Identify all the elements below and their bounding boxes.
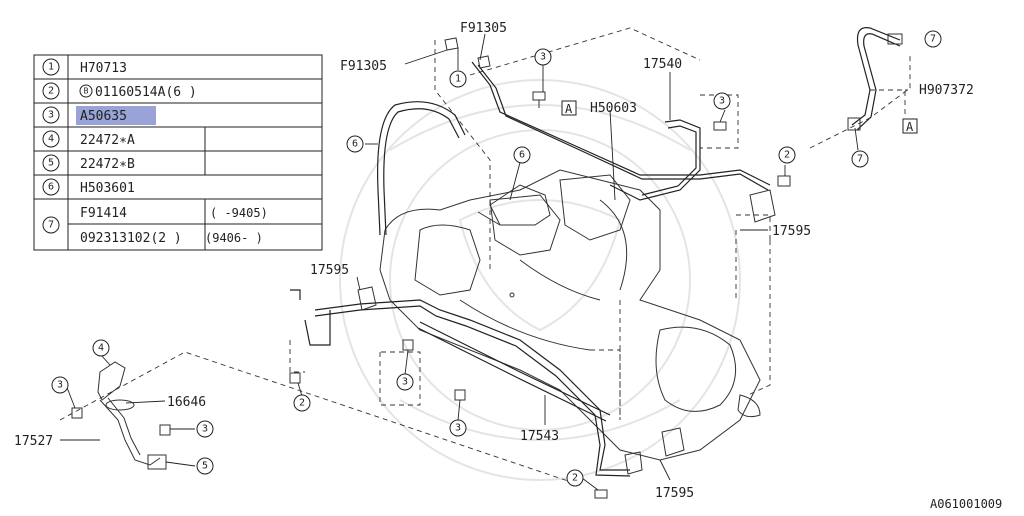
callout-3-right[interactable]: 3 xyxy=(713,92,731,110)
callout-3-lower[interactable]: 3 xyxy=(449,419,467,437)
callout-4[interactable]: 4 xyxy=(92,339,110,357)
intake-manifold xyxy=(379,169,761,461)
callout-3-top[interactable]: 3 xyxy=(534,48,552,66)
label-17595-bottom: 17595 xyxy=(655,486,694,501)
date-range: ( -9405) xyxy=(210,206,268,220)
bracket-17527 xyxy=(97,361,167,470)
bolt-marker: B xyxy=(84,87,89,96)
table-row-6[interactable]: 6 H503601 xyxy=(42,178,135,196)
label-17595-left: 17595 xyxy=(310,263,349,278)
hose-6-left xyxy=(377,101,466,236)
row-number: 3 xyxy=(48,110,54,121)
callout-3-center[interactable]: 3 xyxy=(396,373,414,391)
svg-text:7: 7 xyxy=(857,154,863,165)
table-row-4[interactable]: 4 22472∗A xyxy=(42,130,135,148)
row-number: 4 xyxy=(48,134,54,145)
svg-text:A: A xyxy=(906,120,914,134)
svg-text:2: 2 xyxy=(572,473,578,484)
table-row-5[interactable]: 5 22472∗B xyxy=(42,154,135,172)
highlight-row-3 xyxy=(76,106,156,125)
date-range: (9406- ) xyxy=(205,231,263,245)
part-labels: F91305 F91305 17540 H907372 H50603 17595… xyxy=(14,21,1002,511)
table-row-1[interactable]: 1 H70713 xyxy=(42,58,127,76)
watermark-emblem xyxy=(339,79,741,481)
ref-box-a-right[interactable]: A xyxy=(902,118,918,134)
table-row-2[interactable]: 2 B 01160514A(6 ) xyxy=(42,82,197,100)
svg-text:5: 5 xyxy=(202,461,208,472)
callouts: 1 3 7 7 3 2 6 6 4 3 3 5 3 2 3 2 xyxy=(51,30,942,487)
row-number: 6 xyxy=(48,182,54,193)
part-number: A50635 xyxy=(80,109,127,124)
row-number: 2 xyxy=(48,86,54,97)
hose-h907372 xyxy=(847,27,903,131)
part-number: H503601 xyxy=(80,181,135,196)
svg-text:3: 3 xyxy=(57,380,63,391)
svg-text:3: 3 xyxy=(402,377,408,388)
callout-7-top[interactable]: 7 xyxy=(924,30,942,48)
row-number: 5 xyxy=(48,158,54,169)
callout-7-bottom[interactable]: 7 xyxy=(851,150,869,168)
row-number: 1 xyxy=(48,62,54,73)
callout-5[interactable]: 5 xyxy=(196,457,214,475)
callout-2-bottom[interactable]: 2 xyxy=(566,469,584,487)
part-number: H70713 xyxy=(80,61,127,76)
part-number: 22472∗B xyxy=(80,157,135,172)
brackets-17595 xyxy=(357,189,776,475)
svg-text:6: 6 xyxy=(352,139,358,150)
row-number: 7 xyxy=(48,220,54,231)
svg-text:3: 3 xyxy=(719,96,725,107)
label-16646: 16646 xyxy=(167,395,206,410)
callout-6-middle[interactable]: 6 xyxy=(513,146,531,164)
parts-table: 1 H70713 2 B 01160514A(6 ) 3 A50635 4 22… xyxy=(33,54,323,251)
callout-3-bracket-top[interactable]: 3 xyxy=(51,376,69,394)
svg-text:2: 2 xyxy=(299,398,305,409)
svg-text:2: 2 xyxy=(784,150,790,161)
hose-6-middle xyxy=(477,184,551,226)
label-17527: 17527 xyxy=(14,434,53,449)
svg-text:1: 1 xyxy=(455,74,461,85)
label-17543: 17543 xyxy=(520,429,559,444)
label-f91305-top: F91305 xyxy=(460,21,507,36)
svg-text:6: 6 xyxy=(519,150,525,161)
assembly-outlines xyxy=(59,27,911,486)
part-number: 01160514A(6 ) xyxy=(95,85,197,100)
diagram-id: A061001009 xyxy=(930,497,1002,511)
leader-lines xyxy=(60,33,908,491)
part-number: 22472∗A xyxy=(80,133,135,148)
table-row-3[interactable]: 3 A50635 xyxy=(42,106,127,124)
svg-text:A: A xyxy=(565,102,573,116)
label-f91305-left: F91305 xyxy=(340,59,387,74)
callout-2-left[interactable]: 2 xyxy=(293,394,311,412)
part-number: F91414 xyxy=(80,206,127,221)
svg-text:7: 7 xyxy=(930,34,936,45)
fuel-pipes xyxy=(290,61,771,477)
svg-text:4: 4 xyxy=(98,343,104,354)
label-h907372: H907372 xyxy=(919,83,974,98)
svg-text:3: 3 xyxy=(455,423,461,434)
bolts xyxy=(71,37,791,499)
svg-text:3: 3 xyxy=(202,424,208,435)
label-h50603: H50603 xyxy=(590,101,637,116)
callout-6-left[interactable]: 6 xyxy=(346,135,364,153)
part-number: 092313102(2 ) xyxy=(80,231,182,246)
callout-1[interactable]: 1 xyxy=(449,70,467,88)
svg-text:3: 3 xyxy=(540,52,546,63)
callout-3-bracket[interactable]: 3 xyxy=(196,420,214,438)
table-row-7[interactable]: 7 F91414 ( -9405) 092313102(2 ) (9406- ) xyxy=(42,206,268,246)
label-17595-right: 17595 xyxy=(772,224,811,239)
ref-box-a-center[interactable]: A xyxy=(561,100,577,116)
callout-2-right[interactable]: 2 xyxy=(778,146,796,164)
label-17540: 17540 xyxy=(643,57,682,72)
